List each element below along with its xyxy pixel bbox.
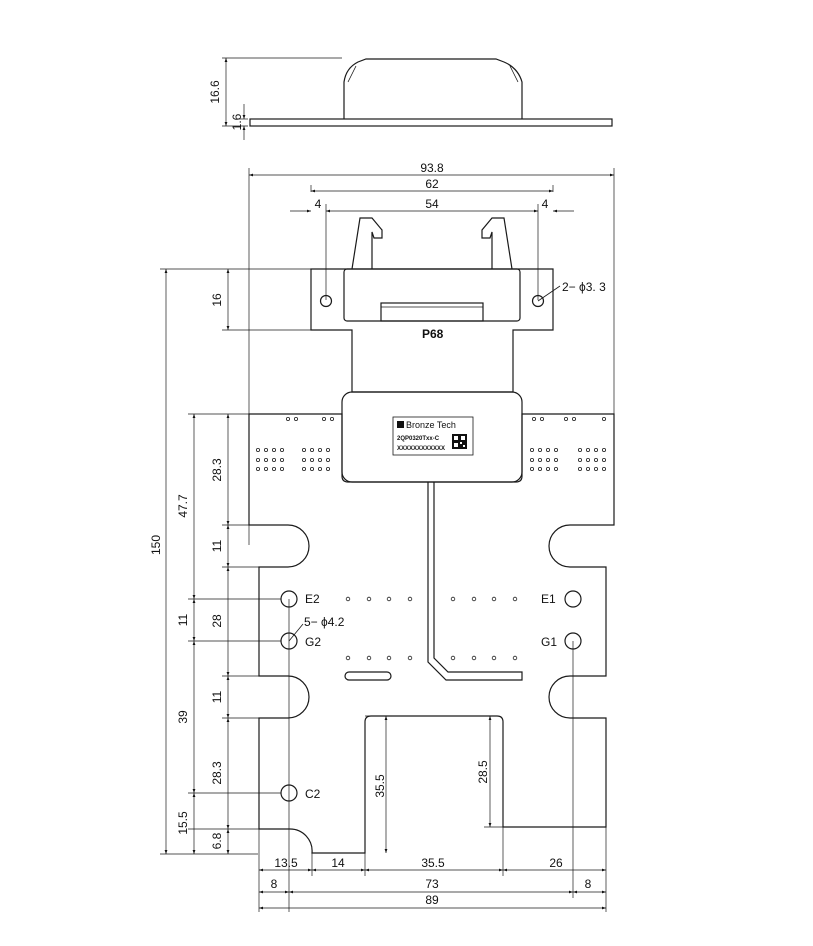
hole-e1 xyxy=(564,590,582,608)
dim-6-8: 6.8 xyxy=(210,832,224,849)
notch-dimensions: 35.5 28.5 xyxy=(365,715,503,853)
dim-54: 54 xyxy=(425,197,439,211)
label-g2: G2 xyxy=(305,635,321,649)
dim-89: 89 xyxy=(425,893,439,907)
dim-16: 16 xyxy=(210,293,224,307)
serial-label: XXXXXXXXXXXX xyxy=(397,446,445,452)
dim-39: 39 xyxy=(176,710,190,724)
dim-8-right: 8 xyxy=(585,877,592,891)
dim-16-6: 16.6 xyxy=(208,80,222,104)
main-plate: Bronze Tech 2QP0320Txx-C XXXXXXXXXXXX xyxy=(248,391,615,912)
qr-code-icon xyxy=(452,434,467,449)
hole-callout-top: 2− ϕ3. 3 xyxy=(562,280,606,294)
label-e2: E2 xyxy=(305,592,320,606)
dim-11-a: 11 xyxy=(210,539,224,552)
dim-4-left: 4 xyxy=(315,197,322,211)
left-dimensions: 150 47.7 11 39 15.5 28.3 11 28 11 28.3 6… xyxy=(149,268,281,855)
dim-4-right: 4 xyxy=(542,197,549,211)
bottom-dimensions: 13.5 14 35.5 26 8 73 8 89 xyxy=(258,827,607,912)
dim-93-8: 93.8 xyxy=(420,161,444,175)
hole-callout-mid: 5− ϕ4.2 xyxy=(304,615,345,629)
dim-11-b: 11 xyxy=(176,613,190,626)
dim-28-3-bottom: 28.3 xyxy=(210,761,224,785)
connector-label: P68 xyxy=(422,327,444,341)
dim-15-5: 15.5 xyxy=(176,811,190,835)
dim-11-c: 11 xyxy=(210,690,224,703)
dim-28: 28 xyxy=(210,614,224,628)
brand-label: Bronze Tech xyxy=(406,420,456,430)
dim-62: 62 xyxy=(425,177,439,191)
dim-150: 150 xyxy=(149,535,163,555)
top-dimensions: 93.8 62 54 4 4 xyxy=(248,161,615,545)
label-c2: C2 xyxy=(305,787,321,801)
connector-p68: 2− ϕ3. 3 P68 16 xyxy=(210,217,606,393)
dim-26: 26 xyxy=(549,856,563,870)
side-view: 16.6 1.6 xyxy=(208,57,613,140)
label-g1: G1 xyxy=(541,635,557,649)
dim-35-5-v: 35.5 xyxy=(373,774,387,798)
dim-28-3-top: 28.3 xyxy=(210,458,224,482)
dim-35-5-h: 35.5 xyxy=(421,856,445,870)
dim-14: 14 xyxy=(331,856,345,870)
dim-1-6: 1.6 xyxy=(230,113,244,130)
dim-8-left: 8 xyxy=(271,877,278,891)
label-e1: E1 xyxy=(541,592,556,606)
dim-13-5: 13.5 xyxy=(274,856,298,870)
part-label: 2QP0320Txx-C xyxy=(397,436,440,442)
dim-28-5-v: 28.5 xyxy=(476,760,490,784)
dim-73: 73 xyxy=(425,877,439,891)
dim-47-7: 47.7 xyxy=(176,494,190,518)
